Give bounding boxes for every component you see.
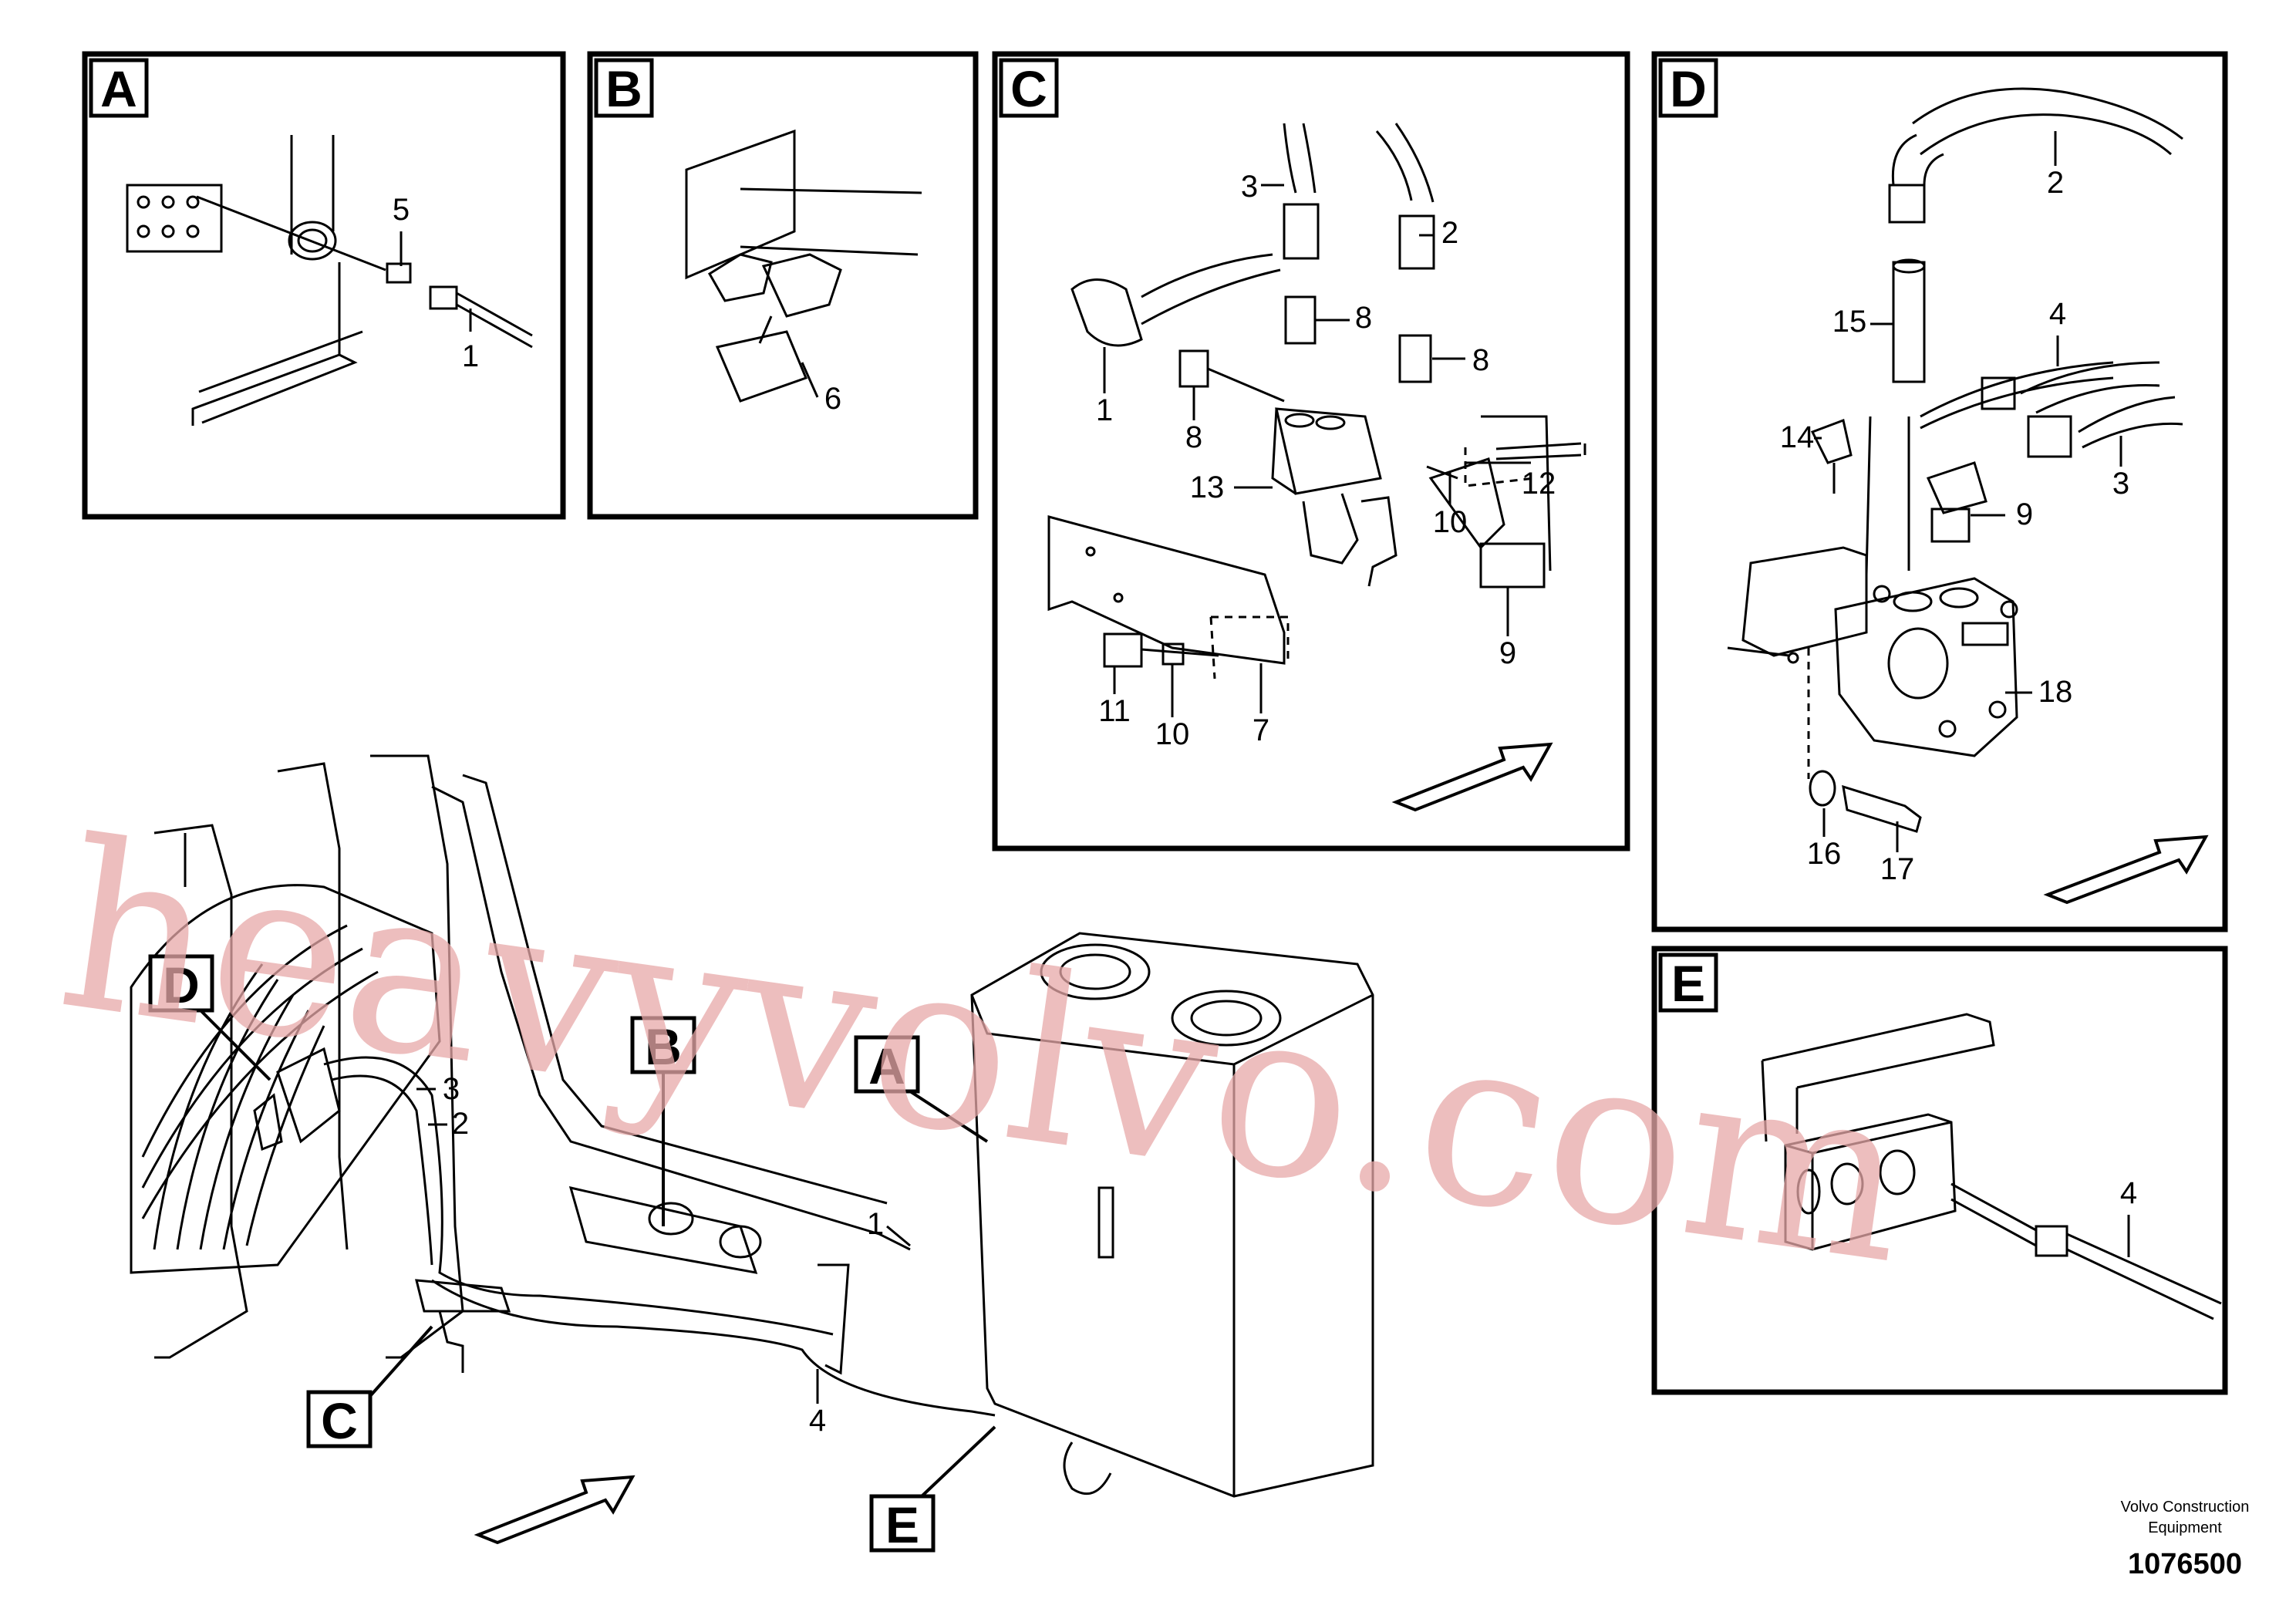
figure-number: 1076500 xyxy=(2128,1548,2242,1580)
callout-b: B xyxy=(630,1016,696,1226)
panel-c-label-12: 12 xyxy=(1522,467,1556,501)
company-name-line1: Volvo Construction xyxy=(2121,1499,2250,1516)
panel-d-label-16: 16 xyxy=(1807,837,1842,871)
panel-c-label-7: 7 xyxy=(1253,713,1269,747)
panel-d-label-3: 3 xyxy=(2112,467,2129,501)
svg-text:D: D xyxy=(163,956,200,1013)
detail-panel-a: A 5 1 xyxy=(82,51,566,520)
valve-block-d xyxy=(276,1047,341,1144)
detail-panel-e: E 4 xyxy=(1651,946,2228,1395)
valve-block-c xyxy=(415,1279,511,1313)
panel-d-label-17: 17 xyxy=(1880,852,1915,886)
panel-d-drawing xyxy=(1727,87,2183,833)
panel-d-label-2: 2 xyxy=(2047,166,2064,200)
callout-d: D xyxy=(148,954,271,1081)
panel-c-label-8-top: 8 xyxy=(1355,301,1372,335)
detail-panel-b: B 6 xyxy=(587,51,979,520)
panel-c-label-8-left: 8 xyxy=(1185,420,1202,454)
panel-b-label-6: 6 xyxy=(824,382,841,416)
overview-label-3: 3 xyxy=(443,1072,460,1106)
panel-c-tag: C xyxy=(1010,60,1047,117)
company-name-line2: Equipment xyxy=(2148,1519,2222,1536)
callout-a: A xyxy=(854,1035,989,1143)
panel-e-drawing xyxy=(1761,1013,2222,1320)
overview-label-1: 1 xyxy=(867,1207,884,1241)
panel-d-tag: D xyxy=(1670,60,1707,117)
panel-d-direction-arrow xyxy=(2043,835,2209,905)
panel-d-label-18: 18 xyxy=(2038,675,2073,709)
panel-a-label-1: 1 xyxy=(462,339,479,373)
detail-panel-d: D xyxy=(1651,51,2228,932)
overview-label-2: 2 xyxy=(452,1107,469,1141)
panel-c-label-10-right: 10 xyxy=(1433,505,1468,539)
overview-direction-arrow xyxy=(474,1475,636,1545)
panel-e-tag: E xyxy=(1671,955,1705,1012)
detail-panel-c: C xyxy=(992,51,1630,851)
svg-text:C: C xyxy=(321,1392,358,1449)
panel-d-label-14: 14 xyxy=(1780,420,1815,454)
svg-text:E: E xyxy=(885,1496,919,1553)
panel-a-tag: A xyxy=(100,60,137,117)
panel-a-label-5: 5 xyxy=(393,193,410,227)
panel-c-label-9: 9 xyxy=(1499,636,1516,670)
panel-c-label-3: 3 xyxy=(1241,170,1258,204)
panel-e-label-4: 4 xyxy=(2120,1176,2137,1210)
svg-text:A: A xyxy=(868,1037,905,1094)
overview-label-4: 4 xyxy=(809,1404,826,1438)
panel-d-label-4: 4 xyxy=(2049,297,2066,331)
panel-c-label-2: 2 xyxy=(1441,216,1458,250)
callout-c: C xyxy=(306,1325,433,1449)
panel-c-direction-arrow xyxy=(1391,742,1553,812)
panel-a-drawing xyxy=(126,135,533,426)
svg-text:B: B xyxy=(645,1018,682,1075)
panel-c-label-13: 13 xyxy=(1190,470,1225,504)
panel-c-drawing xyxy=(1047,123,1586,679)
panel-c-label-10-bottom: 10 xyxy=(1155,717,1190,751)
panel-d-label-9: 9 xyxy=(2016,497,2033,531)
panel-b-drawing xyxy=(685,129,922,403)
panel-b-tag: B xyxy=(605,60,642,117)
panel-c-label-8-right: 8 xyxy=(1472,343,1489,377)
panel-c-label-1: 1 xyxy=(1096,393,1113,427)
watermark-text: heavyvolvo.com xyxy=(46,791,1923,1316)
hydraulic-tank xyxy=(970,932,1374,1498)
panel-c-label-11: 11 xyxy=(1098,694,1131,728)
panel-d-label-15: 15 xyxy=(1832,305,1867,339)
callout-e: E xyxy=(869,1425,996,1553)
